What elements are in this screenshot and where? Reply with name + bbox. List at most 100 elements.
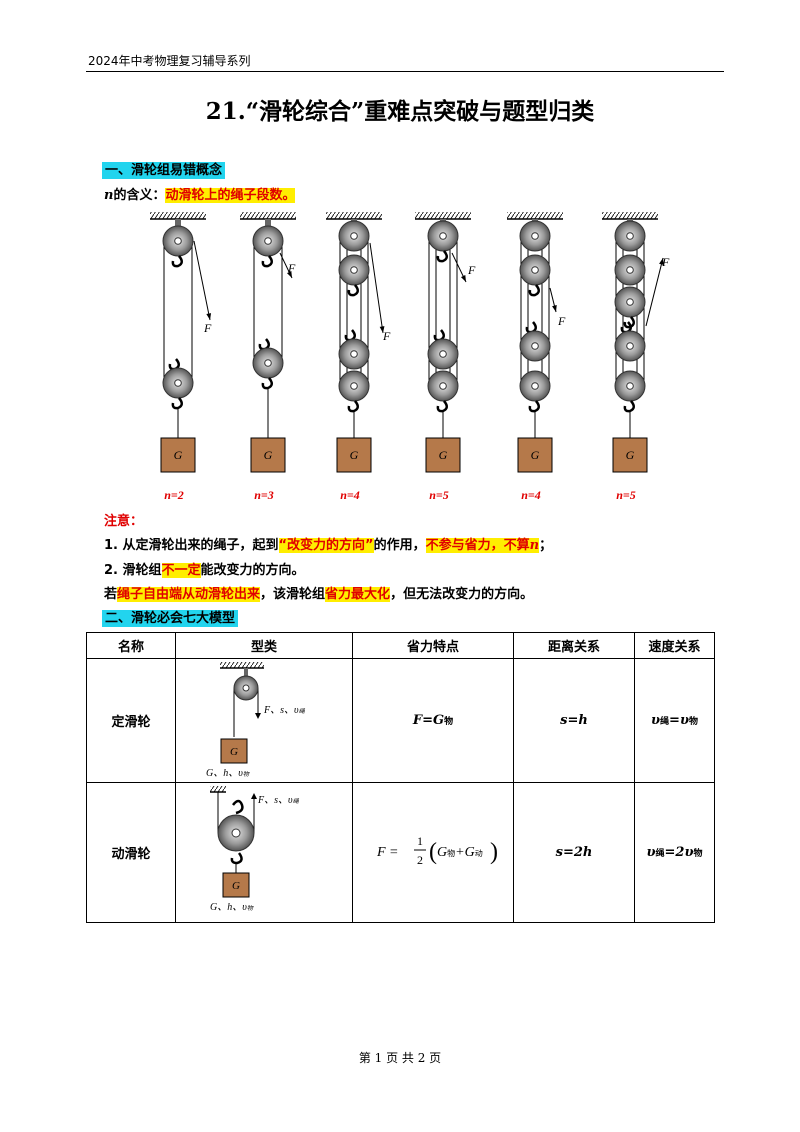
hook-icon <box>171 397 183 410</box>
pulley-axle <box>531 342 539 350</box>
formula-den: 2 <box>417 853 423 867</box>
notes-heading: 注意： <box>104 514 144 529</box>
hook-icon <box>528 284 540 297</box>
header-rule <box>86 71 724 72</box>
hook-icon <box>347 284 359 297</box>
n-label: n=5 <box>429 488 449 502</box>
table-header-row: 名称 型类 省力特点 距离关系 速度关系 <box>86 632 715 659</box>
pulley-axle <box>626 382 634 390</box>
force-arrow <box>193 240 211 321</box>
col-distance: 距离关系 <box>513 632 635 659</box>
pulley-axle <box>174 379 182 387</box>
ceiling <box>240 212 296 219</box>
weight-label: G <box>174 448 183 462</box>
movable-force-formula: F = 1 2 ( G物+G动 ) <box>376 834 498 867</box>
pulley-axle <box>626 342 634 350</box>
weight-box <box>250 437 286 473</box>
pulley-axle <box>264 237 272 245</box>
note-3-c: ，该滑轮组 <box>260 587 326 602</box>
movable-force-label: F、s、υ绳 <box>257 795 300 806</box>
note-1-a: 1. 从定滑轮出来的绳子，起到 <box>104 538 279 553</box>
note-1-e: n <box>529 538 540 553</box>
note-1-d: 不参与省力，不算 <box>425 538 530 553</box>
arrow-head <box>552 305 557 312</box>
arrow-head <box>286 271 292 278</box>
fixed-pulley-cell: G F、s、υ绳 G、h、υ物 <box>175 658 353 783</box>
force-label: F <box>557 314 566 328</box>
arrow-head <box>460 275 466 282</box>
formula-num: 1 <box>417 834 423 848</box>
pulley-axle <box>439 232 447 240</box>
fixed-weight-caption: G、h、υ物 <box>206 768 250 778</box>
hook-icon <box>171 255 183 268</box>
header-series: 2024年中考物理复习辅导系列 <box>88 54 251 68</box>
note-1-c: 的作用， <box>373 538 426 553</box>
pulley-axle <box>439 350 447 358</box>
force-label: F <box>382 329 391 343</box>
pulley-axle <box>626 266 634 274</box>
col-speed: 速度关系 <box>634 632 715 659</box>
section1-heading: 一、滑轮组易错概念 <box>102 162 226 179</box>
pulley-axle <box>174 237 182 245</box>
pulley-axle <box>350 266 358 274</box>
n-label: n=3 <box>254 488 274 502</box>
note-3-d: 省力最大化 <box>325 587 391 602</box>
note-3-a: 若 <box>104 587 118 602</box>
pulley-axle <box>439 382 447 390</box>
movable-pulley-cell: G F、s、υ绳 G、h、υ物 <box>175 782 353 923</box>
weight-label: G <box>626 448 635 462</box>
note-3-b: 绳子自由端从动滑轮出来 <box>117 587 261 602</box>
col-force: 省力特点 <box>352 632 514 659</box>
movable-weight-caption: G、h、υ物 <box>210 902 254 913</box>
pulley-axle <box>626 298 634 306</box>
fixed-speed: υ绳=υ物 <box>651 713 698 728</box>
table-row: 定滑轮 <box>86 658 715 783</box>
weight-box <box>160 437 196 473</box>
force-label: F <box>467 263 476 277</box>
mount <box>175 219 181 229</box>
table-row: 动滑轮 <box>86 782 715 923</box>
formula-paren-l: ( <box>429 839 437 865</box>
note-1-f: ； <box>539 538 553 553</box>
fixed-pulley-diagram: G F、s、υ绳 G、h、υ物 <box>206 662 306 779</box>
note-2-c: 能改变力的方向。 <box>200 563 305 578</box>
pulley-axle <box>350 382 358 390</box>
movable-distance: s=2h <box>513 782 635 923</box>
note-3: 若绳子自由端从动滑轮出来，该滑轮组省力最大化，但无法改变力的方向。 <box>104 586 533 603</box>
weight-box <box>517 437 553 473</box>
force-label: F <box>203 321 212 335</box>
ceiling <box>602 212 658 219</box>
n-meaning-value: 动滑轮上的绳子段数。 <box>165 188 296 203</box>
n-label: n=5 <box>616 488 636 502</box>
row-name: 动滑轮 <box>86 782 176 923</box>
fixed-force-label: F、s、υ绳 <box>263 705 306 716</box>
weight-box <box>425 437 461 473</box>
note-2-a: 2. 滑轮组 <box>104 563 162 578</box>
pulley-axle <box>531 232 539 240</box>
col-type: 型类 <box>175 632 353 659</box>
movable-speed: υ绳=2υ物 <box>646 845 703 860</box>
n-label: n=4 <box>340 488 360 502</box>
col-name: 名称 <box>86 632 176 659</box>
ceiling <box>326 212 382 219</box>
pulley-axle <box>350 350 358 358</box>
arrow-head <box>206 313 212 320</box>
movable-pulley-diagram: G F、s、υ绳 G、h、υ物 <box>210 786 300 913</box>
note-2: 2. 滑轮组不一定能改变力的方向。 <box>104 562 305 579</box>
weight-label: G <box>350 448 359 462</box>
weight-box <box>612 437 648 473</box>
mount <box>265 219 271 229</box>
hook-icon <box>261 255 273 268</box>
note-1-b: “改变力的方向” <box>278 538 374 553</box>
ceiling <box>507 212 563 219</box>
n-meaning: n的含义：动滑轮上的绳子段数。 <box>104 187 296 204</box>
weight-label: G <box>531 448 540 462</box>
page-footer: 第 1 页 共 2 页 <box>358 1051 442 1065</box>
force-arrow <box>645 257 664 327</box>
fixed-speed-cell: υ绳=υ物 <box>634 658 715 783</box>
fixed-distance: s=h <box>513 658 635 783</box>
note-3-e: ，但无法改变力的方向。 <box>390 587 534 602</box>
n-label: n=4 <box>521 488 541 502</box>
pulley-axle <box>350 232 358 240</box>
